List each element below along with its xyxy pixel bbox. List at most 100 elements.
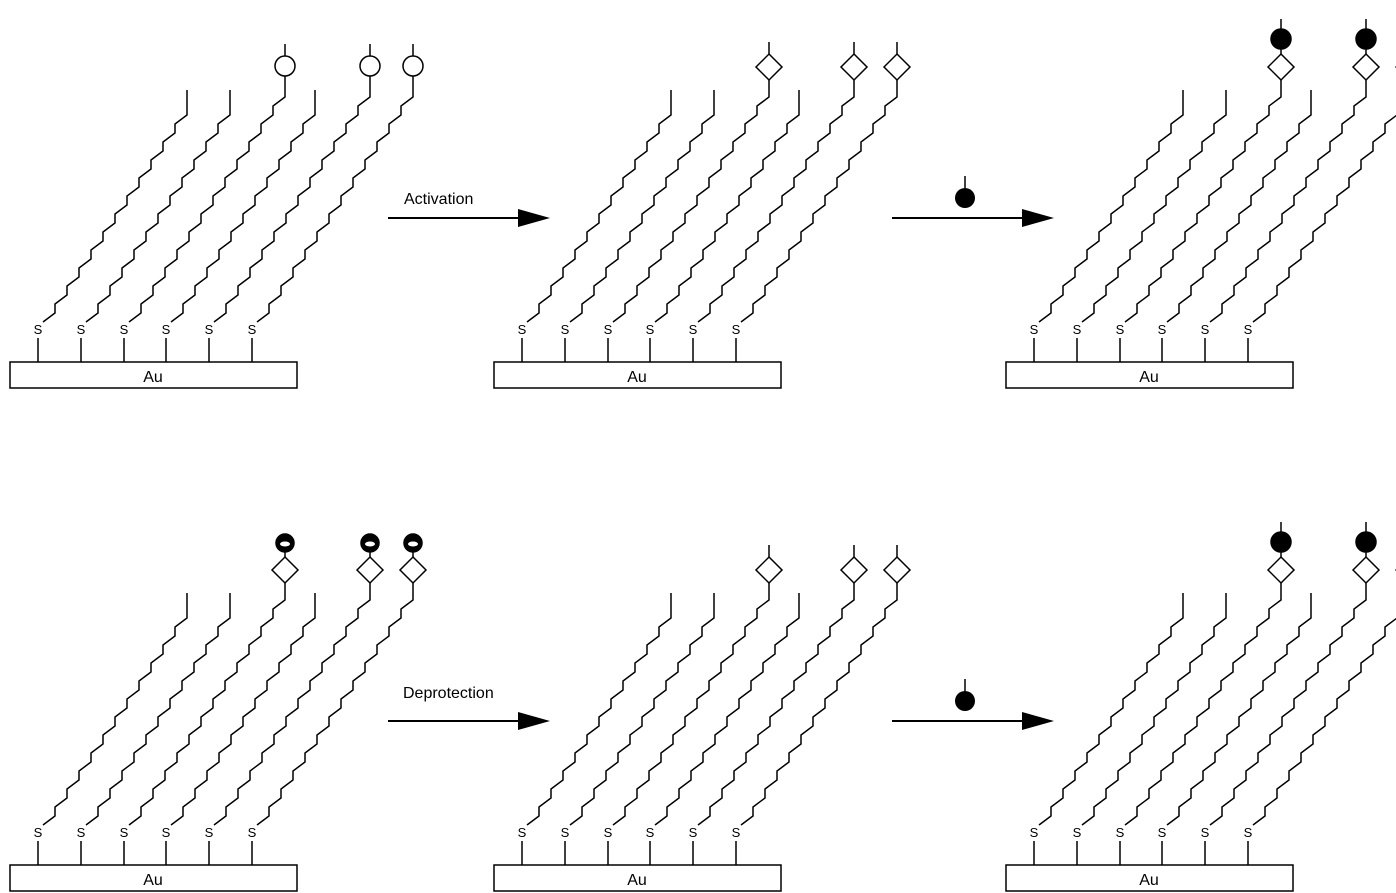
substrate-label: Au bbox=[627, 369, 647, 386]
arrow-head-icon bbox=[1022, 209, 1054, 227]
sulfur-label: S bbox=[732, 825, 741, 840]
diamond-icon bbox=[882, 52, 912, 82]
sulfur-label: S bbox=[34, 825, 43, 840]
sulfur-label: S bbox=[1158, 825, 1167, 840]
sulfur-label: S bbox=[205, 322, 214, 337]
alkyl-chain bbox=[170, 90, 316, 323]
alkyl-chain bbox=[256, 88, 414, 323]
diamond-icon bbox=[1351, 52, 1381, 82]
diamond-icon bbox=[1266, 52, 1296, 82]
activation-label: Activation bbox=[404, 191, 473, 208]
sulfur-label: S bbox=[120, 322, 129, 337]
alkyl-chain bbox=[569, 90, 715, 323]
alkyl-chain bbox=[1209, 591, 1367, 826]
sulfur-label: S bbox=[1073, 322, 1082, 337]
diamond-icon bbox=[270, 555, 300, 585]
arrow-head-icon bbox=[1022, 712, 1054, 730]
reagent-circle bbox=[955, 188, 975, 208]
diamond-icon bbox=[882, 555, 912, 585]
alkyl-chain bbox=[526, 593, 672, 826]
sulfur-label: S bbox=[518, 825, 527, 840]
arrow-coupling bbox=[892, 209, 1054, 227]
alkyl-chain bbox=[612, 591, 770, 826]
protecting-group-mark bbox=[408, 541, 418, 547]
gold-substrate bbox=[1005, 864, 1294, 892]
alkyl-chain bbox=[1038, 593, 1184, 826]
alkyl-chain bbox=[42, 593, 188, 826]
arrow-head-icon bbox=[518, 209, 550, 227]
diamond-icon bbox=[1351, 555, 1381, 585]
alkyl-chain bbox=[1124, 591, 1282, 826]
sulfur-label: S bbox=[646, 322, 655, 337]
alkyl-chain bbox=[526, 90, 672, 323]
diamond-icon bbox=[754, 52, 784, 82]
filled-circle-icon bbox=[1355, 28, 1377, 50]
alkyl-chain bbox=[654, 593, 800, 826]
open-circle-icon bbox=[359, 55, 381, 77]
sulfur-label: S bbox=[646, 825, 655, 840]
sulfur-label: S bbox=[1244, 322, 1253, 337]
alkyl-chain bbox=[128, 88, 286, 323]
sulfur-label: S bbox=[1244, 825, 1253, 840]
sulfur-label: S bbox=[1116, 322, 1125, 337]
open-circle-icon bbox=[402, 55, 424, 77]
substrate-label: Au bbox=[627, 872, 647, 889]
alkyl-chain bbox=[42, 90, 188, 323]
filled-circle-icon bbox=[1270, 28, 1292, 50]
sulfur-label: S bbox=[1201, 322, 1210, 337]
alkyl-chain bbox=[697, 591, 855, 826]
sulfur-label: S bbox=[1116, 825, 1125, 840]
alkyl-chain bbox=[697, 88, 855, 323]
deprotection-label: Deprotection bbox=[403, 685, 494, 702]
sulfur-label: S bbox=[1030, 322, 1039, 337]
gold-substrate bbox=[493, 864, 782, 892]
alkyl-chain bbox=[1081, 90, 1227, 323]
sulfur-label: S bbox=[248, 322, 257, 337]
sulfur-label: S bbox=[34, 322, 43, 337]
alkyl-chain bbox=[128, 591, 286, 826]
substrate-label: Au bbox=[1139, 872, 1159, 889]
sulfur-label: S bbox=[518, 322, 527, 337]
open-circle-icon bbox=[274, 55, 296, 77]
reagent-filled-circle-icon bbox=[955, 176, 975, 208]
sulfur-label: S bbox=[77, 825, 86, 840]
sulfur-label: S bbox=[162, 825, 171, 840]
sulfur-label: S bbox=[561, 322, 570, 337]
alkyl-chain bbox=[1252, 617, 1396, 826]
gold-substrate bbox=[1005, 361, 1294, 389]
sulfur-label: S bbox=[604, 825, 613, 840]
alkyl-chain bbox=[1038, 90, 1184, 323]
alkyl-chain bbox=[213, 591, 371, 826]
reagent-circle bbox=[955, 691, 975, 711]
sulfur-label: S bbox=[162, 322, 171, 337]
alkyl-chain bbox=[85, 593, 231, 826]
alkyl-chain bbox=[1252, 114, 1396, 323]
alkyl-chain bbox=[85, 90, 231, 323]
substrate-label: Au bbox=[1139, 369, 1159, 386]
alkyl-chain bbox=[1081, 593, 1227, 826]
sulfur-label: S bbox=[604, 322, 613, 337]
alkyl-chain bbox=[1166, 90, 1312, 323]
sulfur-label: S bbox=[689, 825, 698, 840]
arrow-head-icon bbox=[518, 712, 550, 730]
alkyl-chain bbox=[740, 591, 898, 826]
alkyl-chain bbox=[1209, 88, 1367, 323]
gold-substrate bbox=[9, 864, 298, 892]
alkyl-chain bbox=[213, 88, 371, 323]
alkyl-chain bbox=[256, 591, 414, 826]
diamond-icon bbox=[355, 555, 385, 585]
substrate-label: Au bbox=[143, 369, 163, 386]
gold-substrate bbox=[9, 361, 298, 389]
substrate-label: Au bbox=[143, 872, 163, 889]
protecting-group-mark bbox=[365, 541, 375, 547]
sulfur-label: S bbox=[1073, 825, 1082, 840]
